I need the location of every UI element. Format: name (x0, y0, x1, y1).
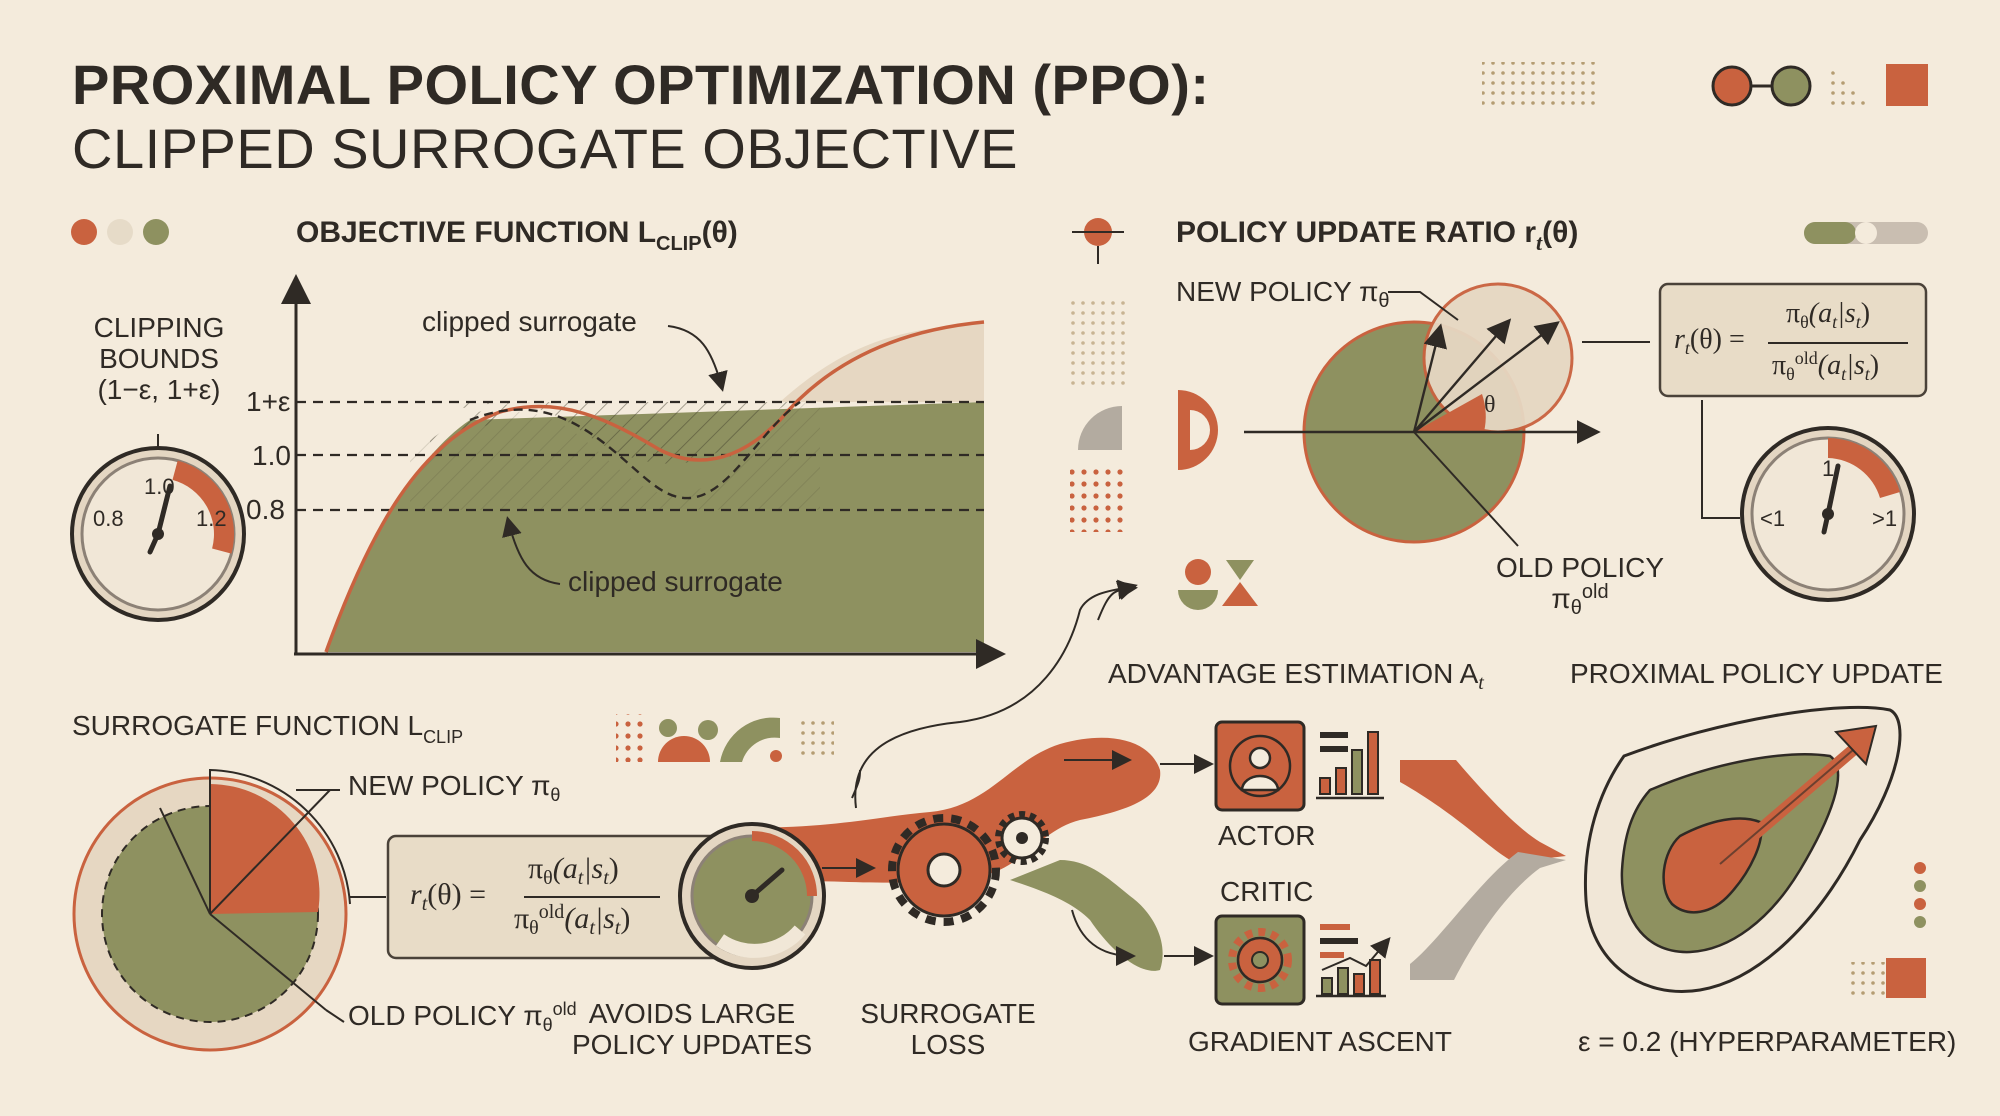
flow-band (740, 580, 1214, 971)
accent-dots-left (71, 219, 169, 245)
ratio-angle-label: θ (1484, 392, 1496, 418)
clipped-surrogate-label-bottom: clipped surrogate (568, 566, 783, 597)
surrogate-formula-denominator: πθold(at|st) (514, 901, 631, 939)
ratio-gauge (1740, 426, 1916, 602)
clipped-hatch-area (430, 402, 790, 464)
decorative-column (1070, 218, 1258, 621)
tick-upper-bound: 1+ε (246, 386, 291, 417)
proximal-update-label: PROXIMAL POLICY UPDATE (1570, 658, 1943, 689)
ratio-formula-denominator: πθold(at|st) (1772, 348, 1880, 384)
avoids-large-updates-label: AVOIDS LARGE POLICY UPDATES (572, 998, 813, 1060)
epsilon-label: ε = 0.2 (HYPERPARAMETER) (1578, 1026, 1957, 1057)
objective-heading: OBJECTIVE FUNCTION LCLIP(θ) (296, 216, 738, 255)
gauge-tick-high: 1.2 (196, 506, 227, 531)
surrogate-heading: SURROGATE FUNCTION LCLIP (72, 710, 464, 747)
ratio-old-policy-label: OLD POLICY πθold (1495, 552, 1665, 619)
ratio-diagram (1244, 222, 1928, 547)
clipped-hatch-lower (410, 402, 820, 510)
surrogate-diagram (72, 768, 351, 1052)
unclipped-curve (469, 401, 801, 500)
proximal-update-icon (1583, 705, 1902, 993)
objective-curve (324, 320, 985, 653)
tick-lower-bound: 0.8 (246, 494, 285, 525)
tick-one: 1.0 (252, 440, 291, 471)
advantage-estimation-label: ADVANTAGE ESTIMATION At (1108, 658, 1484, 694)
speedometer (678, 822, 826, 970)
surrogate-formula-numerator: πθ(at|st) (528, 852, 619, 889)
ratio-new-policy-label: NEW POLICY πθ (1176, 276, 1390, 312)
gauge-tick-low: 0.8 (93, 506, 124, 531)
decoration-row (616, 714, 834, 762)
clipping-gauge (70, 434, 246, 622)
actor-card (1214, 720, 1384, 812)
critic-bars-icon (1316, 924, 1391, 998)
actor-label: ACTOR (1218, 820, 1316, 851)
header-decoration (1482, 62, 1928, 108)
page-title-line-2: CLIPPED SURROGATE OBJECTIVE (72, 117, 1018, 180)
bottom-right-decoration (1848, 862, 1926, 998)
ratio-formula-numerator: πθ(at|st) (1786, 298, 1871, 332)
ratio-gauge-tick-high: >1 (1872, 506, 1898, 531)
new-policy-circle (1422, 282, 1574, 434)
actor-bars-icon (1316, 731, 1384, 800)
olive-band (1010, 860, 1163, 971)
critic-card (1214, 914, 1391, 1006)
objective-chart (281, 274, 1006, 669)
ratio-heading: POLICY UPDATE RATIO rt(θ) (1176, 216, 1579, 255)
gauge-tick-mid: 1.0 (144, 474, 175, 499)
surrogate-formula-lhs: rt(θ) = (410, 878, 487, 915)
clipped-surrogate-label-top: clipped surrogate (422, 306, 637, 337)
surrogate-new-policy-label: NEW POLICY πθ (348, 770, 561, 805)
critic-label: CRITIC (1220, 876, 1314, 907)
clipping-bounds-label: CLIPPING BOUNDS (1−ε, 1+ε) (93, 312, 225, 405)
merge-arrow (1400, 760, 1566, 980)
objective-upper-area (780, 322, 984, 402)
page-title-line-1: PROXIMAL POLICY OPTIMIZATION (PPO): (72, 53, 1210, 116)
gradient-ascent-label: GRADIENT ASCENT (1188, 1026, 1452, 1057)
surrogate-old-policy-label: OLD POLICY πθold (348, 999, 577, 1035)
annotation-arrow-bottom (502, 516, 561, 585)
surrogate-loss-label: SURROGATE LOSS (860, 998, 1036, 1060)
ratio-gauge-tick-mid: 1 (1822, 456, 1835, 481)
ratio-formula-lhs: rt(θ) = (1674, 324, 1745, 358)
ratio-formula-box (1658, 282, 1928, 398)
annotation-arrow-top (667, 325, 728, 392)
ratio-gauge-tick-low: <1 (1760, 506, 1786, 531)
terracotta-band (740, 737, 1161, 883)
